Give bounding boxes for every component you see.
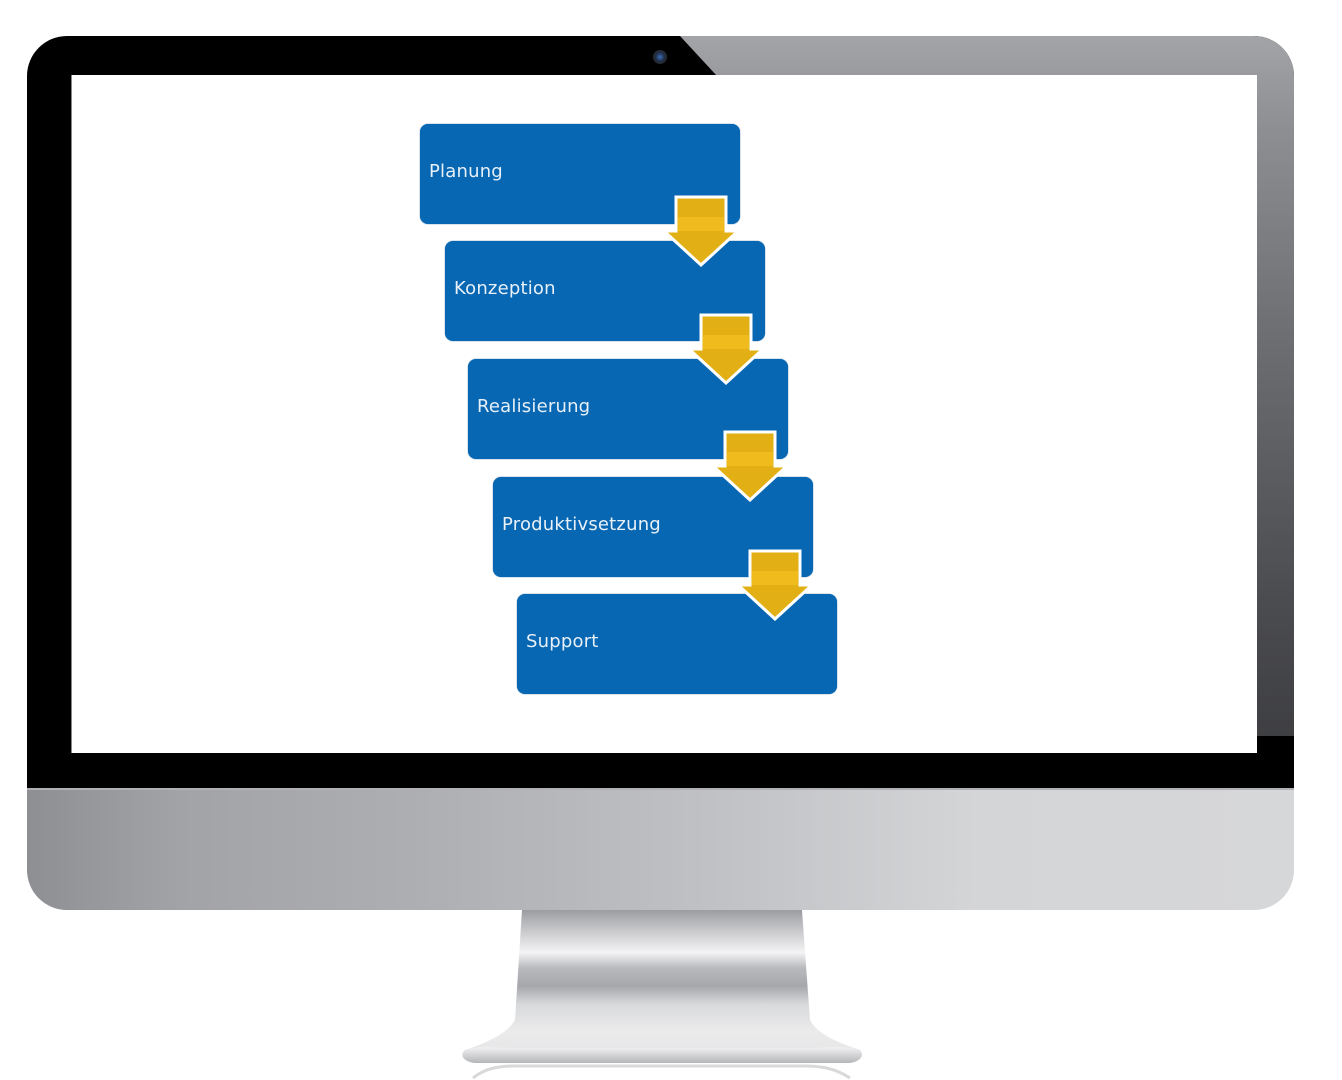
step-label: Konzeption (454, 278, 556, 299)
step-label: Planung (429, 161, 503, 182)
camera-icon (653, 50, 667, 64)
screen: Planung Konzeption Realisierung Produkti… (71, 75, 1257, 753)
arrow-down-icon (711, 430, 789, 502)
step-label: Realisierung (477, 396, 591, 417)
arrow-down-icon (687, 313, 765, 385)
arrow-down-icon (662, 195, 740, 267)
monitor: Planung Konzeption Realisierung Produkti… (27, 36, 1294, 910)
step-label: Support (526, 631, 599, 652)
monitor-stand (455, 910, 865, 1080)
step-label: Produktivsetzung (502, 514, 661, 535)
arrow-down-icon (736, 549, 814, 621)
monitor-chin (27, 788, 1294, 910)
